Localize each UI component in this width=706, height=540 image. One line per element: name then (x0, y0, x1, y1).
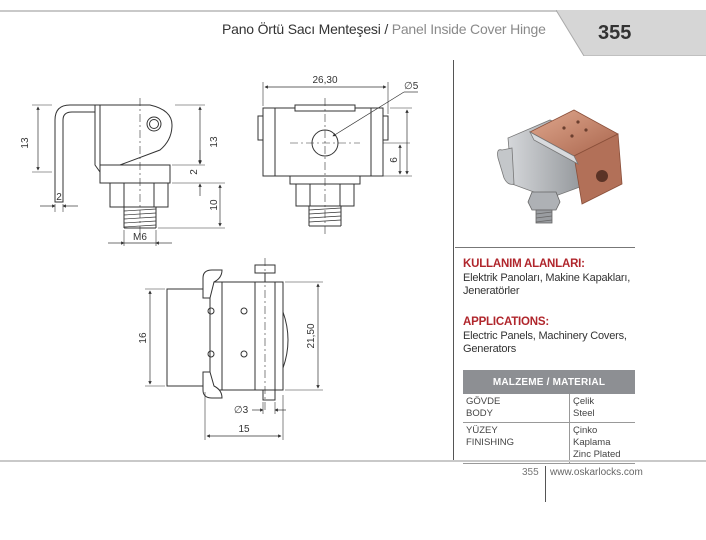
technical-drawing: 13 2 13 2 10 M6 26,30 ∅5 13 6 16 21,50 ∅… (20, 75, 419, 440)
footer-divider (545, 466, 546, 502)
dim-label: 16 (138, 332, 149, 344)
body-label-en: BODY (466, 408, 493, 419)
dim-label: 2 (56, 192, 62, 203)
table-row: YÜZEY FINISHING Çinko Kaplama Zinc Plate… (463, 422, 635, 464)
top-rule (0, 10, 706, 12)
page-number: 355 (598, 22, 632, 44)
page-number-tab (556, 10, 706, 56)
top-view (145, 258, 323, 440)
dim-label: 2 (189, 169, 200, 175)
dim-label: 13 (20, 137, 31, 149)
title-separator: / (380, 21, 392, 37)
applications-text: Electric Panels, Machinery Covers, Gener… (463, 330, 627, 355)
finishing-label-en: FINISHING (466, 437, 515, 448)
footer-page-number: 355 (522, 467, 539, 478)
title-english: Panel Inside Cover Hinge (391, 21, 546, 37)
dim-label: 21,50 (306, 323, 317, 348)
applications-title: APPLICATIONS: (463, 316, 549, 328)
dim-label: ∅3 (234, 405, 249, 416)
finishing-value-en: Zinc Plated (573, 449, 621, 460)
photo-underline (455, 247, 635, 248)
footer-website: www.oskarlocks.com (550, 467, 643, 478)
title-turkish: Pano Örtü Sacı Menteşesi (222, 21, 381, 37)
body-label-tr: GÖVDE (466, 396, 501, 407)
material-table-header: MALZEME / MATERIAL (463, 370, 635, 394)
bottom-rule (0, 460, 706, 462)
side-view (32, 98, 225, 246)
dim-label: 15 (238, 424, 250, 435)
dim-label: ∅5 (404, 81, 419, 92)
dim-label: 10 (209, 199, 220, 211)
table-row: GÖVDE BODY Çelik Steel (463, 394, 635, 423)
finishing-label-tr: YÜZEY (466, 425, 498, 436)
page-title: Pano Örtü Sacı Menteşesi / Panel Inside … (222, 21, 546, 37)
front-view (257, 82, 418, 234)
dim-label: 13 (209, 136, 220, 148)
vertical-divider (453, 60, 454, 460)
material-table: MALZEME / MATERIAL GÖVDE BODY Çelik Stee… (463, 370, 635, 464)
finishing-value-tr: Çinko Kaplama (573, 425, 611, 448)
dim-label: 26,30 (312, 75, 337, 86)
usage-text: Elektrik Panoları, Makine Kapakları, Jen… (463, 272, 631, 297)
body-value-tr: Çelik (573, 396, 595, 407)
dim-label: M6 (133, 232, 147, 243)
dim-label: 6 (389, 157, 400, 163)
product-image (497, 109, 623, 224)
usage-title: KULLANIM ALANLARI: (463, 258, 585, 270)
body-value-en: Steel (573, 408, 595, 419)
